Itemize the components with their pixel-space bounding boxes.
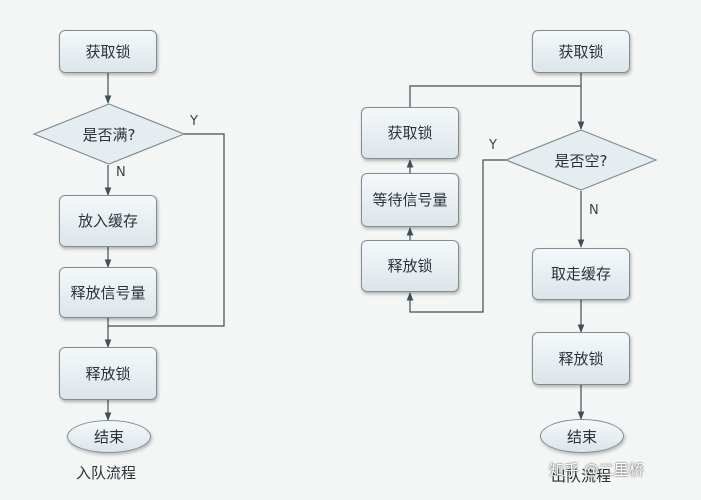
is-full-no-label: N <box>116 165 126 180</box>
wait-release-lock-box: 释放锁 <box>361 240 459 292</box>
connector-wait-loop-return <box>409 85 581 107</box>
wait-semaphore-label: 等待信号量 <box>372 191 448 209</box>
dequeue-end-terminal: 结束 <box>540 419 624 453</box>
enqueue-acquire-lock-label: 获取锁 <box>85 42 131 61</box>
take-buffer-label: 取走缓存 <box>550 265 611 283</box>
is-empty-decision: 是否空? <box>531 150 631 170</box>
dequeue-acquire-lock-box: 获取锁 <box>532 30 630 73</box>
decision-is-full-shape <box>32 103 186 165</box>
release-semaphore-box: 释放信号量 <box>59 267 157 318</box>
decision-is-empty-shape <box>504 129 658 191</box>
enqueue-acquire-lock-box: 获取锁 <box>59 30 157 73</box>
release-semaphore-label: 释放信号量 <box>70 283 146 302</box>
put-buffer-box: 放入缓存 <box>59 195 157 247</box>
is-full-label: 是否满? <box>82 125 136 144</box>
dequeue-release-lock-label: 释放锁 <box>558 349 604 368</box>
is-full-yes-label: Y <box>190 114 198 129</box>
enqueue-release-lock-label: 释放锁 <box>85 364 131 383</box>
dequeue-release-lock-box: 释放锁 <box>532 332 630 385</box>
is-empty-yes-label: Y <box>489 138 497 153</box>
wait-acquire-lock-box: 获取锁 <box>361 107 459 159</box>
watermark: 知乎 @二里桥 <box>549 461 644 479</box>
connector-isempty-yes-loop <box>406 159 506 313</box>
take-buffer-box: 取走缓存 <box>532 248 630 300</box>
is-empty-label: 是否空? <box>554 151 608 170</box>
connector-isfull-yes-loop <box>108 133 225 327</box>
enqueue-release-lock-box: 释放锁 <box>59 347 157 400</box>
enqueue-caption: 入队流程 <box>76 464 137 482</box>
enqueue-end-terminal: 结束 <box>67 420 151 453</box>
wait-release-lock-label: 释放锁 <box>387 257 433 275</box>
enqueue-end-label: 结束 <box>93 428 124 446</box>
put-buffer-label: 放入缓存 <box>77 212 138 230</box>
is-empty-no-label: N <box>589 203 599 218</box>
dequeue-caption: 出队流程 <box>551 467 612 485</box>
dequeue-acquire-lock-label: 获取锁 <box>558 42 604 61</box>
wait-acquire-lock-label: 获取锁 <box>387 124 433 142</box>
dequeue-end-label: 结束 <box>566 427 597 446</box>
is-full-decision: 是否满? <box>59 124 159 144</box>
wait-semaphore-box: 等待信号量 <box>361 173 459 227</box>
